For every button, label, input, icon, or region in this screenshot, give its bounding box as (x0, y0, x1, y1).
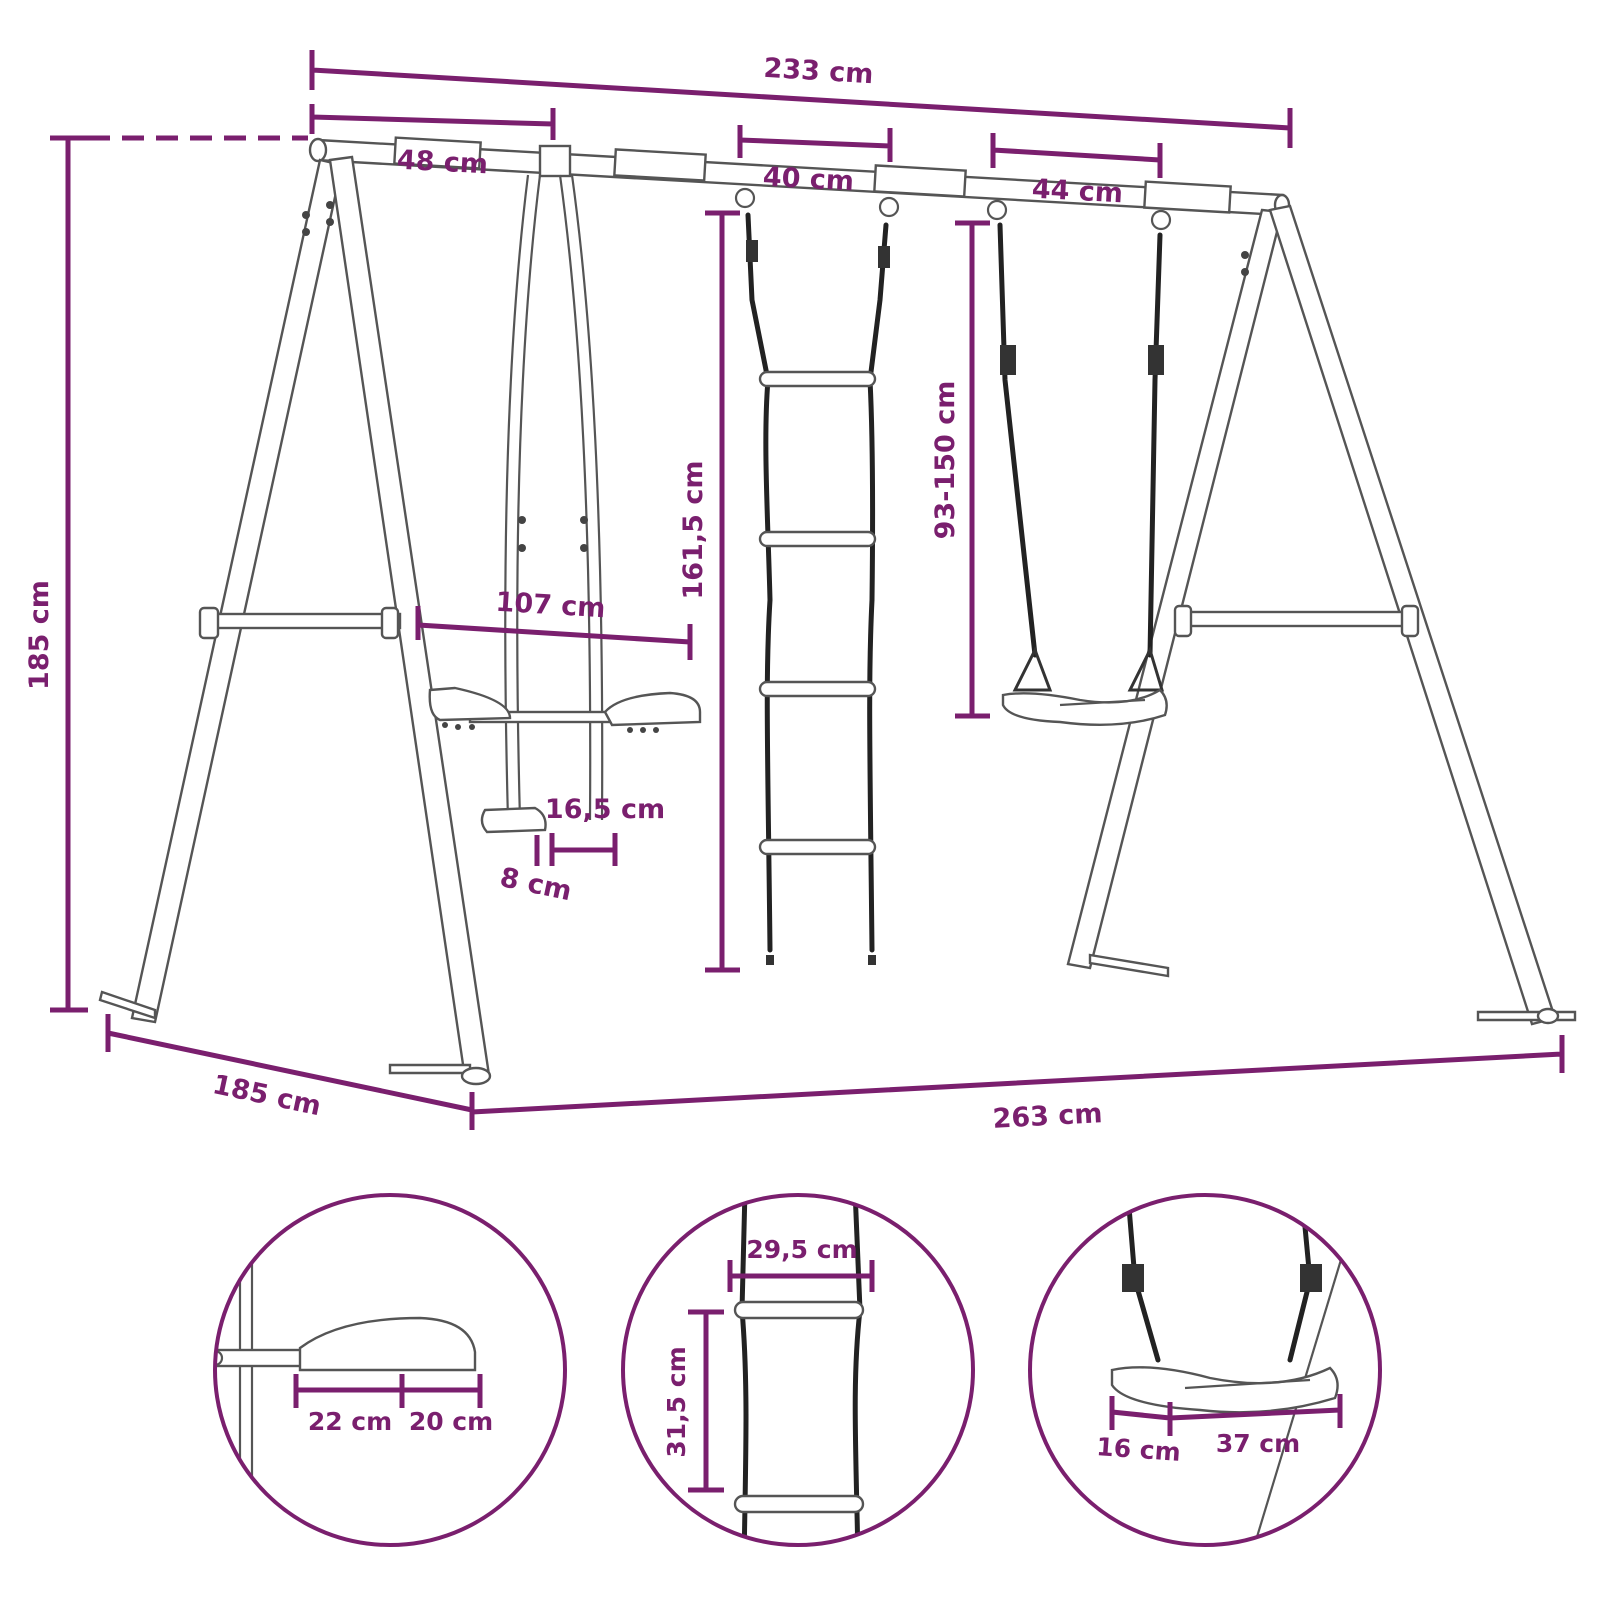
swing-set-illustration (98, 136, 1577, 1086)
detail-seesaw-seat: 22 cm 20 cm (213, 1193, 567, 1547)
rope-ladder (734, 187, 900, 965)
dim-line-seesaw-seat-height (549, 833, 618, 866)
left-a-frame (98, 155, 492, 1086)
right-a-frame (1066, 204, 1577, 1026)
swing (986, 199, 1172, 726)
label-swing-spacing: 44 cm (1031, 174, 1124, 210)
dim-line-ladder-spacing (737, 125, 893, 162)
dim-line-top-length (309, 50, 1293, 148)
dim-line-height (50, 135, 88, 1013)
detail-ladder-rung: 29,5 cm 31,5 cm (621, 1193, 975, 1547)
seesaw (428, 174, 702, 834)
dimension-lines (50, 50, 1565, 1130)
dim-line-seesaw-length (415, 606, 693, 660)
dim-line-swing-height (955, 220, 990, 719)
beam-clamps (393, 136, 1232, 214)
label-seesaw-offset: 48 cm (396, 145, 489, 181)
label-seesaw-seat-part-a: 22 cm (308, 1407, 392, 1436)
label-ladder-rung-spacing: 31,5 cm (662, 1346, 691, 1457)
label-base-length: 263 cm (992, 1098, 1103, 1135)
top-beam-end-cap (308, 137, 328, 163)
label-swing-seat-depth: 16 cm (1095, 1432, 1181, 1467)
dimension-labels: 233 cm 48 cm 40 cm 44 cm 185 cm 161,5 cm… (24, 53, 1124, 1135)
label-ladder-length: 161,5 cm (678, 461, 709, 600)
dim-line-swing-spacing (990, 133, 1163, 178)
dim-line-base-length (471, 1035, 1565, 1115)
label-height: 185 cm (24, 580, 55, 690)
label-seesaw-seat-height: 16,5 cm (545, 794, 665, 825)
label-ladder-rung-width: 29,5 cm (746, 1235, 857, 1264)
label-seesaw-length: 107 cm (495, 587, 607, 625)
label-swing-seat-width: 37 cm (1216, 1429, 1300, 1458)
detail-swing-seat: 16 cm 37 cm (1028, 1193, 1382, 1547)
label-seesaw-seat-width: 8 cm (497, 862, 574, 907)
dim-line-ladder-length (705, 210, 740, 973)
label-seesaw-seat-part-b: 20 cm (409, 1407, 493, 1436)
label-swing-height: 93-150 cm (930, 381, 961, 540)
dim-line-seesaw-offset (309, 104, 556, 140)
label-ladder-spacing: 40 cm (762, 162, 855, 198)
label-top-length: 233 cm (763, 53, 875, 90)
